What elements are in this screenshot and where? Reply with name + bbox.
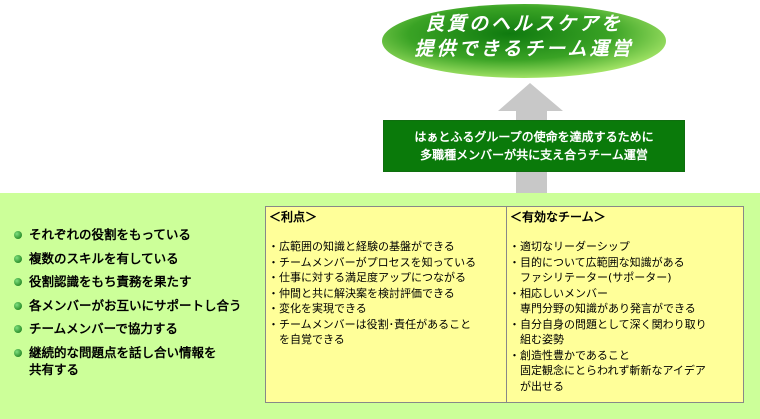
list-item-continuation: 共有する [14, 361, 266, 378]
trait-text: 各メンバーがお互いにサポートし合う [29, 297, 242, 313]
list-item: 複数のスキルを有している [14, 250, 266, 267]
effective-team-item: ・相応しいメンバー [509, 286, 608, 300]
goal-ellipse-shape [382, 4, 666, 78]
effective-team-title: ＜有効なチーム＞ [510, 210, 606, 224]
list-item: それぞれの役割をもっている [14, 226, 266, 243]
effective-team-item: ・適切なリーダーシップ [509, 240, 630, 253]
benefit-item: ・変化を実現できる [268, 302, 367, 315]
bullet-icon [14, 348, 22, 357]
effective-team-item: 組む姿勢 [509, 333, 564, 346]
goal-line-2: 提供できるチーム運営 [414, 38, 634, 60]
list-item: チームメンバーで協力する [14, 320, 266, 337]
benefit-item: ・広範囲の知識と経験の基盤ができる [268, 240, 455, 253]
benefit-item: ・チームメンバーがプロセスを知っている [268, 255, 477, 269]
mission-line-1: はぁとふるグループの使命を達成するために [414, 130, 654, 144]
benefit-item: ・仕事に対する満足度アップにつながる [268, 271, 466, 284]
trait-text: それぞれの役割をもっている [29, 227, 191, 242]
benefits-title: ＜利点＞ [269, 210, 318, 224]
effective-team-item: ファシリテーター(サポーター) [509, 271, 672, 284]
effective-team-item: 固定観念にとらわれず斬新なアイデア [509, 364, 706, 377]
effective-team-item: ・目的について広範囲な知識がある [509, 255, 685, 269]
benefits-items: ・広範囲の知識と経験の基盤ができる ・チームメンバーがプロセスを知っている ・仕… [268, 239, 476, 348]
effective-team-item: ・自分自身の問題として深く関わり取り [509, 317, 707, 331]
bullet-icon [14, 278, 22, 286]
goal-ellipse [382, 4, 666, 78]
list-item: 役割認識をもち責務を果たす [14, 273, 266, 290]
effective-team-item: が出せる [509, 379, 564, 393]
bullet-icon [14, 231, 22, 239]
trait-text: 共有する [29, 361, 80, 377]
bullet-icon [14, 254, 22, 263]
list-item: 継続的な問題点を話し合い情報を [14, 344, 266, 361]
goal-line-1: 良質のヘルスケアを [424, 13, 623, 35]
benefit-item: を自覚できる [268, 333, 345, 346]
trait-text: チームメンバーで協力する [29, 321, 178, 336]
trait-text: 役割認識をもち責務を果たす [29, 274, 192, 289]
trait-text: 複数のスキルを有している [29, 250, 179, 266]
trait-text: 継続的な問題点を話し合い情報を [29, 344, 217, 360]
mission-line-2: 多職種メンバーが共に支え合うチーム運営 [420, 148, 648, 162]
effective-team-box: ＜有効なチーム＞ ・適切なリーダーシップ ・目的について広範囲な知識がある ファ… [506, 206, 744, 403]
benefit-item: ・仲間と共に解決案を検討評価できる [268, 286, 455, 300]
benefits-box: ＜利点＞ ・広範囲の知識と経験の基盤ができる ・チームメンバーがプロセスを知って… [265, 206, 508, 403]
goal-text: 良質のヘルスケアを 提供できるチーム運営 [380, 12, 668, 62]
effective-team-items: ・適切なリーダーシップ ・目的について広範囲な知識がある ファシリテーター(サポ… [509, 239, 707, 394]
effective-team-item: 専門分野の知識があり発言ができる [509, 302, 696, 315]
list-item: 各メンバーがお互いにサポートし合う [14, 297, 266, 314]
effective-team-item: ・創造性豊かであること [509, 348, 630, 362]
bullet-icon [14, 301, 22, 310]
benefit-item: ・チームメンバーは役割･責任があること [268, 317, 472, 331]
bullet-icon [14, 325, 22, 333]
mission-box: はぁとふるグループの使命を達成するために 多職種メンバーが共に支え合うチーム運営 [383, 120, 685, 172]
team-traits-list: それぞれの役割をもっている 複数のスキルを有している 役割認識をもち責務を果たす… [14, 226, 266, 384]
